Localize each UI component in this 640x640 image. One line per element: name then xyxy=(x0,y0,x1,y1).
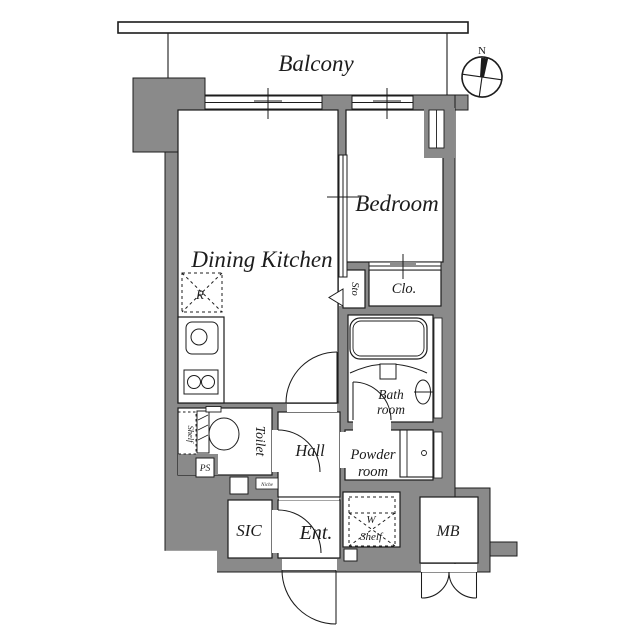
compass-icon: N xyxy=(461,45,503,98)
kitchen-sink-drain xyxy=(190,328,208,346)
fixtures xyxy=(177,272,434,547)
label-w-shelf-1: W xyxy=(366,514,376,526)
room-label-dining-kitchen: Dining Kitchen xyxy=(190,247,332,272)
wall-openings xyxy=(272,272,477,572)
room-label-powder-1: Powder xyxy=(349,447,395,463)
niche-box xyxy=(255,477,279,490)
label-refrigerator: R xyxy=(195,287,204,302)
wall-cavity-bath xyxy=(433,317,443,419)
room-label-storage: Sto xyxy=(349,282,360,295)
door-arc-bath xyxy=(352,381,392,421)
refrigerator-space xyxy=(181,272,223,313)
door-arc-mb-right xyxy=(448,571,477,599)
stove-burner xyxy=(187,375,201,389)
vanity-faucet xyxy=(421,450,427,456)
label-ps: PS xyxy=(199,464,211,474)
w-shelf-box xyxy=(348,496,396,547)
wall-cavity-powder xyxy=(433,431,443,479)
vanity xyxy=(399,429,434,478)
room-closet xyxy=(368,269,442,307)
room-label-entrance: Ent. xyxy=(299,522,333,544)
labels: Balcony Dining Kitchen Bedroom Clo. Sto … xyxy=(186,51,460,544)
label-w-shelf-2: Shelf xyxy=(360,531,384,543)
windows xyxy=(204,88,442,279)
label-niche: Niche xyxy=(260,483,273,488)
balcony-rail xyxy=(117,21,469,95)
stove-burner xyxy=(201,375,215,389)
room-meter-box xyxy=(419,496,479,564)
room-label-powder-2: room xyxy=(358,464,388,480)
doors xyxy=(277,351,478,625)
room-label-bath-2: room xyxy=(377,402,405,417)
door-arc-dk xyxy=(285,351,338,404)
door-arc-entrance xyxy=(281,569,337,625)
room-label-hall: Hall xyxy=(294,441,325,460)
storage-arrow xyxy=(328,288,344,307)
room-label-toilet: Toilet xyxy=(253,426,268,458)
room-label-bath-1: Bath xyxy=(378,387,404,402)
exterior-cutout xyxy=(163,550,217,573)
room-label-bedroom: Bedroom xyxy=(355,191,438,216)
door-arc-toilet xyxy=(277,429,321,473)
bath-faucet-column xyxy=(379,363,397,380)
label-shelf: Shelf xyxy=(186,426,196,445)
bathtub-inner xyxy=(352,320,425,357)
wall-niche-square xyxy=(229,476,249,495)
room-label-sic: SIC xyxy=(236,521,262,540)
toilet-lever xyxy=(205,406,222,413)
ps-box xyxy=(195,457,215,478)
room-label-closet: Clo. xyxy=(392,281,417,297)
door-arc-mb-left xyxy=(421,571,450,599)
compass-north-label: N xyxy=(478,45,486,57)
toilet-bowl xyxy=(208,417,240,451)
room-label-balcony: Balcony xyxy=(278,51,354,76)
small-wall-square xyxy=(343,548,358,562)
room-w-shelf-nook xyxy=(342,491,401,548)
room-label-mb: MB xyxy=(435,523,459,540)
room-entrance xyxy=(277,499,341,559)
door-arc-sic xyxy=(277,509,322,554)
